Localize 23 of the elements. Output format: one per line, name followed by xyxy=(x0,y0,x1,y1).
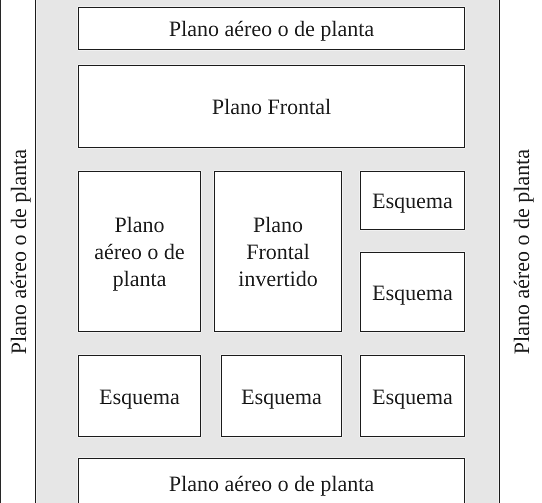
panel-label: Esquema xyxy=(372,382,453,410)
panel-label: Plano Frontal xyxy=(212,93,332,120)
layout-panel xyxy=(78,171,201,332)
panel-label: Plano aéreo o de planta xyxy=(168,15,374,42)
layout-panel xyxy=(0,0,36,503)
panel-label: Esquema xyxy=(372,278,453,306)
panel-label: Plano Frontal invertido xyxy=(237,211,319,292)
panel-label: Esquema xyxy=(241,382,322,410)
layout-panel xyxy=(360,355,465,437)
layout-panel xyxy=(214,171,342,332)
panel-label: Esquema xyxy=(372,187,453,214)
layout-panel xyxy=(78,458,465,503)
panel-label: Plano aéreo o de planta xyxy=(4,148,32,354)
layout-panel xyxy=(78,65,465,148)
layout-panel xyxy=(78,7,465,50)
panel-label: Esquema xyxy=(99,382,180,410)
panel-label: Plano aéreo o de planta xyxy=(93,211,186,292)
layout-panel xyxy=(78,355,201,437)
panel-label: Plano aéreo o de planta xyxy=(168,470,374,496)
layout-panel xyxy=(360,171,465,230)
layout-panel xyxy=(360,252,465,332)
layout-panel xyxy=(221,355,342,437)
panel-label: Plano aéreo o de planta xyxy=(508,148,535,354)
